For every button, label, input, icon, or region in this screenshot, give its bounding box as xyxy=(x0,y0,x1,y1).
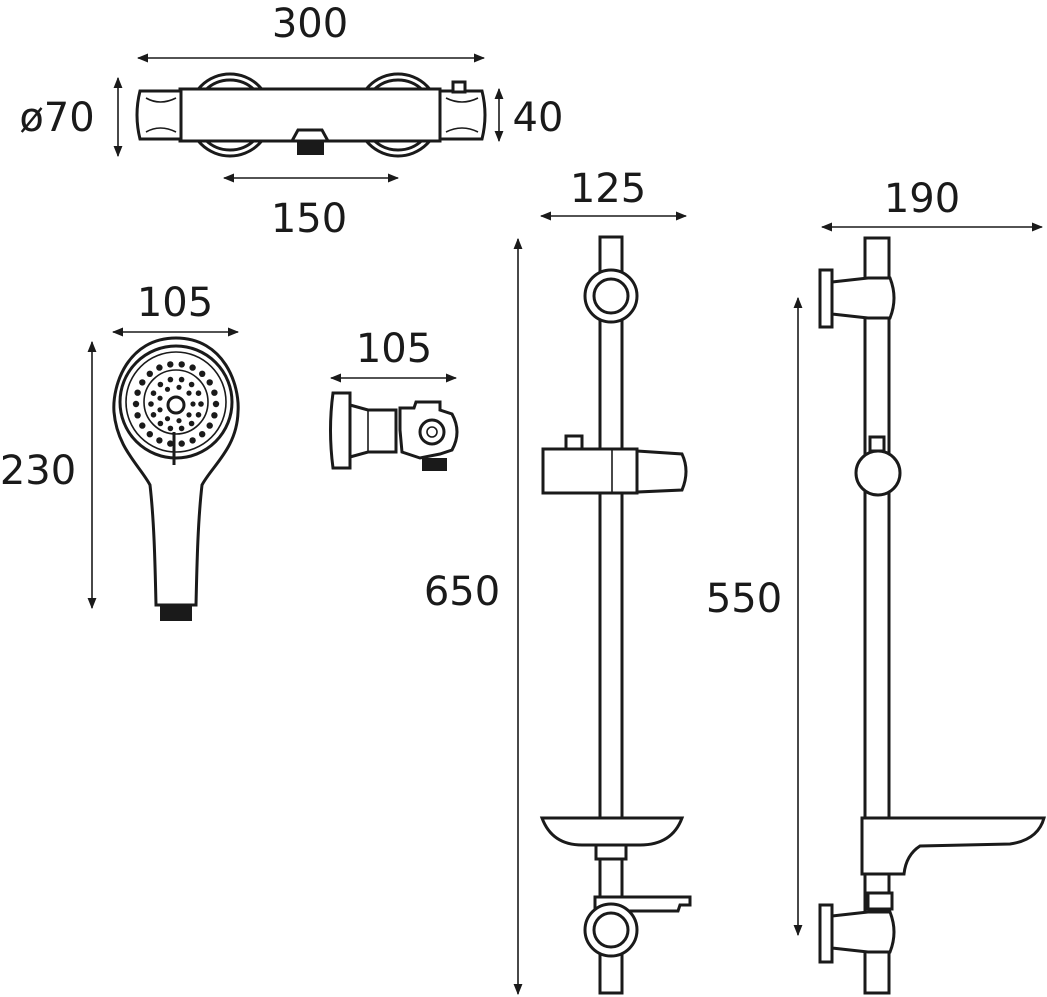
nozzle-hole xyxy=(167,361,174,368)
nozzle-hole xyxy=(189,364,196,371)
dim-rail-front-width: 125 xyxy=(570,166,646,212)
nozzle-hole xyxy=(186,390,192,396)
nozzle-hole xyxy=(148,401,154,407)
nozzle-hole xyxy=(195,390,202,397)
nozzle-hole xyxy=(167,440,174,447)
nozzle-hole xyxy=(146,370,153,377)
nozzle-hole xyxy=(146,431,153,438)
elbow-rotate-icon xyxy=(418,418,446,446)
valve-outlet-thread xyxy=(297,141,324,155)
nozzle-hole xyxy=(206,379,213,386)
rail-side-bottom-bracket xyxy=(830,910,896,954)
handset-face xyxy=(118,344,234,460)
nozzle-hole xyxy=(156,437,163,444)
rail-front-tube xyxy=(598,235,624,995)
rail-front-soap-dish xyxy=(539,816,685,847)
rail-front-collar xyxy=(594,843,628,861)
riser-rail-front: 125 650 xyxy=(424,166,692,996)
dim-valve-diameter: ø70 xyxy=(19,95,94,141)
nozzle-hole xyxy=(167,425,174,432)
nozzle-hole xyxy=(132,400,140,408)
valve-stop-button xyxy=(451,80,467,94)
nozzle-hole xyxy=(211,412,218,419)
nozzle-hole xyxy=(139,422,146,429)
dim-rail-side-depth: 190 xyxy=(884,176,960,222)
rail-side-top-bracket xyxy=(830,276,896,320)
nozzle-hole xyxy=(199,431,206,438)
rail-side-soap-dish xyxy=(860,816,1046,876)
elbow-neck xyxy=(348,403,398,459)
dim-handset-width: 105 xyxy=(137,280,213,326)
nozzle-hole xyxy=(157,381,164,388)
nozzle-hole xyxy=(188,381,195,388)
rail-front-slider xyxy=(541,447,639,495)
nozzle-hole xyxy=(176,418,182,424)
rail-front-slider-holder xyxy=(635,449,688,494)
nozzle-hole xyxy=(178,440,185,447)
nozzle-hole xyxy=(178,376,185,383)
riser-rail-side: 190 550 xyxy=(706,176,1046,995)
nozzle-hole xyxy=(206,422,213,429)
nozzle-hole xyxy=(199,370,206,377)
nozzle-hole xyxy=(198,401,204,407)
rail-side-tube xyxy=(863,236,891,995)
nozzle-hole xyxy=(176,384,182,390)
elbow-body xyxy=(398,400,459,460)
rail-side-slider-button xyxy=(868,435,886,453)
rail-side-hose-holder xyxy=(866,891,894,911)
wall-outlet-elbow: 105 xyxy=(329,326,459,471)
dim-elbow-depth: 105 xyxy=(356,326,432,372)
rail-side-slider xyxy=(854,449,902,497)
nozzle-hole xyxy=(186,412,192,418)
nozzle-hole xyxy=(157,420,164,427)
nozzle-hole xyxy=(188,420,195,427)
nozzle-hole xyxy=(211,389,218,396)
nozzle-hole xyxy=(150,390,157,397)
rail-side-bottom-wall-plate xyxy=(818,903,834,964)
valve-left-handle xyxy=(135,89,183,141)
dim-handset-length: 230 xyxy=(0,448,76,494)
nozzle-hole xyxy=(167,376,174,383)
nozzle-hole xyxy=(212,400,220,408)
handset-nozzles xyxy=(132,361,220,447)
valve-outlet xyxy=(289,128,331,143)
rail-side-top-wall-plate xyxy=(818,268,834,329)
nozzle-hole xyxy=(178,425,185,432)
nozzle-hole xyxy=(134,412,141,419)
dim-rail-height: 650 xyxy=(424,569,500,615)
handset-thread xyxy=(160,605,192,621)
nozzle-hole xyxy=(157,407,163,413)
elbow-thread xyxy=(422,458,447,471)
nozzle-hole xyxy=(190,401,196,407)
nozzle-hole xyxy=(134,389,141,396)
nozzle-hole xyxy=(150,412,157,418)
valve-right-handle xyxy=(438,89,487,141)
dim-valve-depth: 40 xyxy=(513,95,564,141)
nozzle-hole xyxy=(164,416,171,422)
elbow-wall-plate xyxy=(329,391,352,470)
bar-valve: 300 ø70 40 150 xyxy=(19,1,563,242)
rail-front-slider-button xyxy=(564,434,584,451)
nozzle-hole xyxy=(164,386,171,392)
nozzle-hole xyxy=(195,412,202,418)
nozzle-hole xyxy=(157,395,163,401)
nozzle-hole xyxy=(139,379,146,386)
nozzle-hole xyxy=(189,437,196,444)
dim-valve-centres: 150 xyxy=(271,196,347,242)
dim-rail-fixing-centres: 550 xyxy=(706,576,782,622)
shower-handset: 105 230 xyxy=(0,280,240,621)
dim-valve-width: 300 xyxy=(272,1,348,47)
handset-centre xyxy=(166,395,186,415)
nozzle-hole xyxy=(156,364,163,371)
nozzle-hole xyxy=(178,361,185,368)
